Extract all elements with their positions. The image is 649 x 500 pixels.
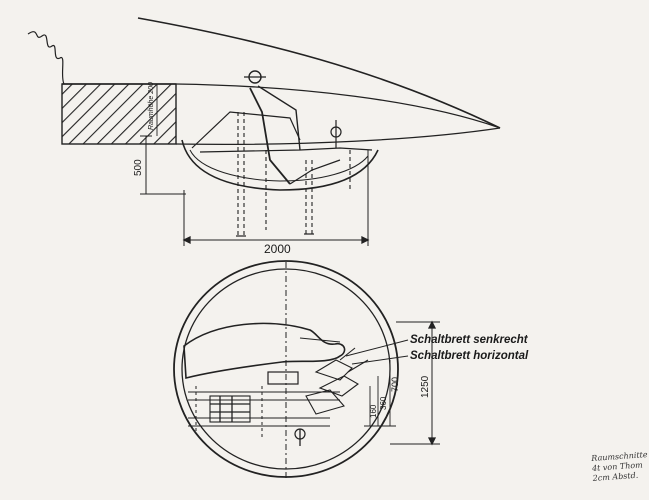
dimension-2000: 2000 (264, 242, 291, 256)
wall-height-label: Raumhöhe 200 (148, 82, 155, 130)
dimension-500: 500 (133, 159, 144, 176)
callout-schaltbrett-senkrecht: Schaltbrett senkrecht (410, 334, 529, 346)
break-line (27, 31, 65, 85)
wall-block (61, 83, 177, 145)
margin-note: Raumschnitte 4t von Thom 2cm Abstd. (591, 450, 649, 484)
gun-shape (183, 322, 346, 380)
bottom-view-section (173, 260, 440, 478)
callout-schaltbrett-horizontal: Schaltbrett horizontal (410, 350, 529, 362)
dimension-160: 160 (369, 404, 378, 418)
cockpit-bowl (181, 139, 379, 191)
dimension-1250: 1250 (420, 375, 431, 398)
top-view-section (27, 17, 501, 246)
roof-curve (137, 17, 501, 129)
dimension-360: 360 (379, 396, 388, 410)
dimension-700: 700 (390, 377, 400, 392)
